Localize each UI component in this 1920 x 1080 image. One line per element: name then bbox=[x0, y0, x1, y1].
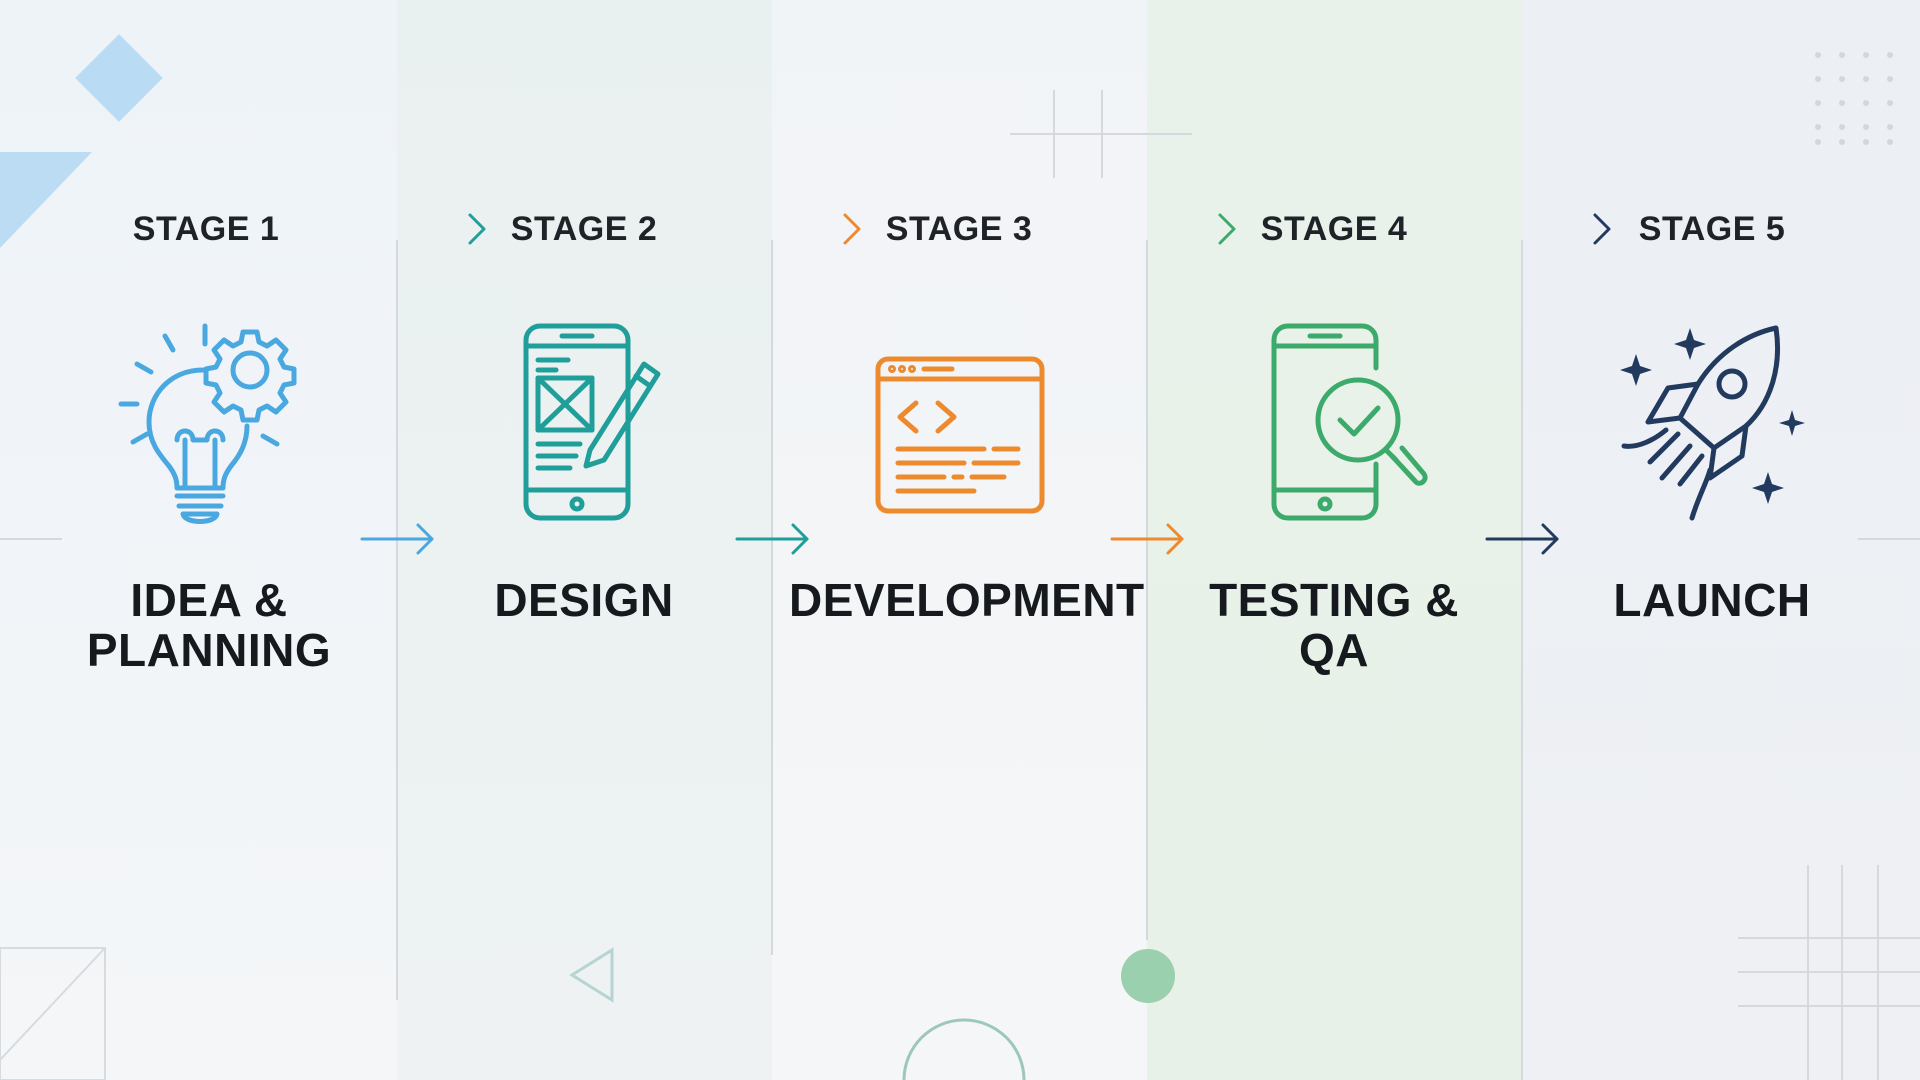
column-divider bbox=[1146, 240, 1148, 940]
play-triangle-outline bbox=[569, 947, 614, 1003]
stage-2-label: STAGE 2 bbox=[510, 210, 658, 248]
stage-2-title: DESIGN bbox=[494, 574, 674, 626]
crosshair-lines bbox=[1010, 90, 1192, 178]
column-divider bbox=[771, 240, 773, 955]
stage-1-column bbox=[0, 0, 397, 1080]
outline-triangle bbox=[0, 947, 106, 1080]
stage-1-title-text: IDEA &PLANNING bbox=[86, 574, 332, 676]
sparkle-icon bbox=[1752, 472, 1784, 504]
grid-lines bbox=[1738, 865, 1920, 1080]
arrow-stage4-to-stage5 bbox=[1435, 213, 1611, 245]
stage-4-column bbox=[1147, 0, 1522, 1080]
stage-1-title: IDEA &PLANNING bbox=[44, 575, 374, 675]
stage-5-column bbox=[1522, 0, 1920, 1080]
code-window-icon bbox=[875, 356, 1045, 514]
stage-5-label: STAGE 5 bbox=[1638, 210, 1786, 248]
column-divider bbox=[1521, 240, 1523, 1080]
arrow-stage3-to-stage4 bbox=[1060, 213, 1236, 245]
sparkle-icon bbox=[1779, 410, 1805, 436]
green-dot bbox=[1121, 949, 1175, 1003]
stage-4-title: TESTING & QA bbox=[1209, 574, 1459, 676]
lightbulb-gear-icon bbox=[118, 323, 297, 524]
mid-arrow-2 bbox=[735, 523, 809, 555]
half-circle-outline bbox=[902, 1018, 1026, 1080]
triangle-shape bbox=[0, 152, 92, 248]
stage-3-column bbox=[772, 0, 1147, 1080]
diamond-shape bbox=[75, 34, 163, 122]
stage-5-title: LAUNCH bbox=[1613, 574, 1811, 626]
mid-arrow-4 bbox=[1485, 523, 1559, 555]
stage-4-label: STAGE 4 bbox=[1260, 210, 1408, 248]
sparkle-icon bbox=[1674, 328, 1706, 360]
mid-arrow-1 bbox=[360, 523, 434, 555]
column-divider bbox=[396, 240, 398, 1000]
dot-grid bbox=[1815, 52, 1893, 145]
stage-3-title: DEVELOPMENT bbox=[789, 574, 1145, 626]
mobile-wireframe-pencil-icon bbox=[523, 323, 661, 521]
stage-1-label: STAGE 1 bbox=[132, 210, 280, 248]
stage-2-column bbox=[397, 0, 772, 1080]
rocket-icon bbox=[1620, 325, 1805, 521]
arrow-stage2-to-stage3 bbox=[685, 213, 861, 245]
stage-3-label: STAGE 3 bbox=[885, 210, 1033, 248]
arrow-stage1-to-stage2 bbox=[310, 213, 486, 245]
mid-arrow-3 bbox=[1110, 523, 1184, 555]
sparkle-icon bbox=[1620, 354, 1652, 386]
mobile-magnifier-check-icon bbox=[1271, 323, 1428, 521]
